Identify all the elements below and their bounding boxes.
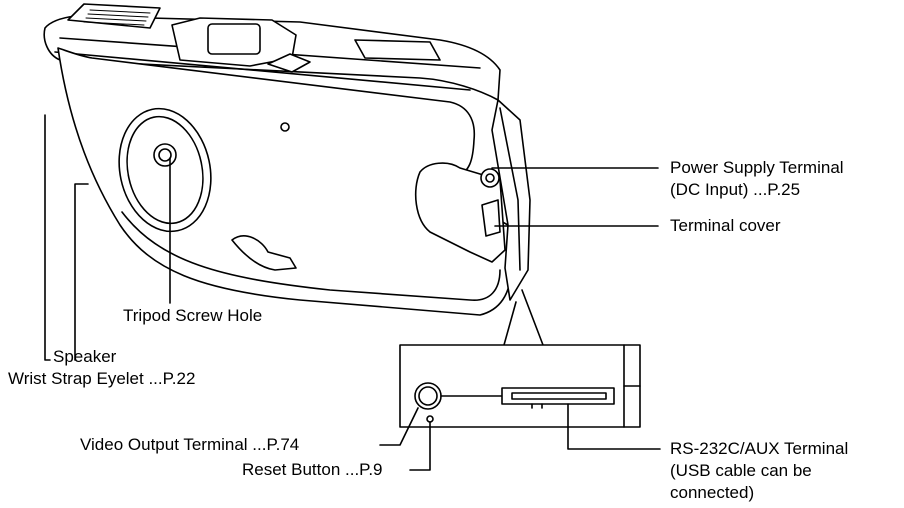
label-power-supply: Power Supply Terminal (670, 158, 844, 177)
video-output-jack-inner (418, 386, 438, 406)
tripod-oval-inner (126, 115, 204, 225)
power-jack-inner (485, 173, 495, 183)
zoom-line-right (521, 289, 544, 346)
label-tripod: Tripod Screw Hole (123, 306, 263, 325)
leader-speaker (44, 114, 51, 361)
label-rs232-line2: (USB cable can be (670, 461, 812, 480)
tripod-hole (153, 143, 177, 167)
inset-panel (399, 344, 641, 428)
camera-top-ridge-2 (54, 51, 471, 91)
rs232-port-key (531, 403, 543, 409)
strap-eyelet (231, 235, 297, 271)
label-speaker: Speaker (53, 347, 117, 366)
leader-wrist-strap (74, 183, 89, 361)
label-rs232-line3: connected) (670, 483, 755, 502)
power-jack (480, 168, 500, 188)
label-reset: Reset Button ...P.9 (242, 460, 383, 479)
leader-rs232 (567, 403, 661, 450)
tripod-oval (118, 107, 212, 233)
label-video-output: Video Output Terminal ...P.74 (80, 435, 300, 454)
flash-window-grill (83, 9, 151, 26)
tripod-hole-inner (158, 148, 172, 162)
label-power-supply-sub: (DC Input) ...P.25 (670, 180, 801, 199)
camera-right-side (491, 99, 531, 301)
zoom-line-left (503, 301, 517, 346)
viewfinder-window (207, 23, 261, 55)
grip-panel (414, 162, 506, 263)
label-rs232-line1: RS-232C/AUX Terminal (670, 439, 849, 458)
rs232-port-inner (511, 392, 607, 400)
camera-side-edge (499, 107, 521, 271)
top-screw (280, 122, 290, 132)
terminal-cover-slot (481, 199, 501, 237)
shutter-button (267, 53, 311, 73)
leader-reset (409, 421, 431, 471)
mode-dial (354, 39, 441, 61)
leader-video-output (379, 407, 419, 446)
camera-face-contour (121, 211, 501, 301)
label-wrist-strap: Wrist Strap Eyelet ...P.22 (8, 369, 196, 388)
label-terminal-cover: Terminal cover (670, 216, 781, 235)
